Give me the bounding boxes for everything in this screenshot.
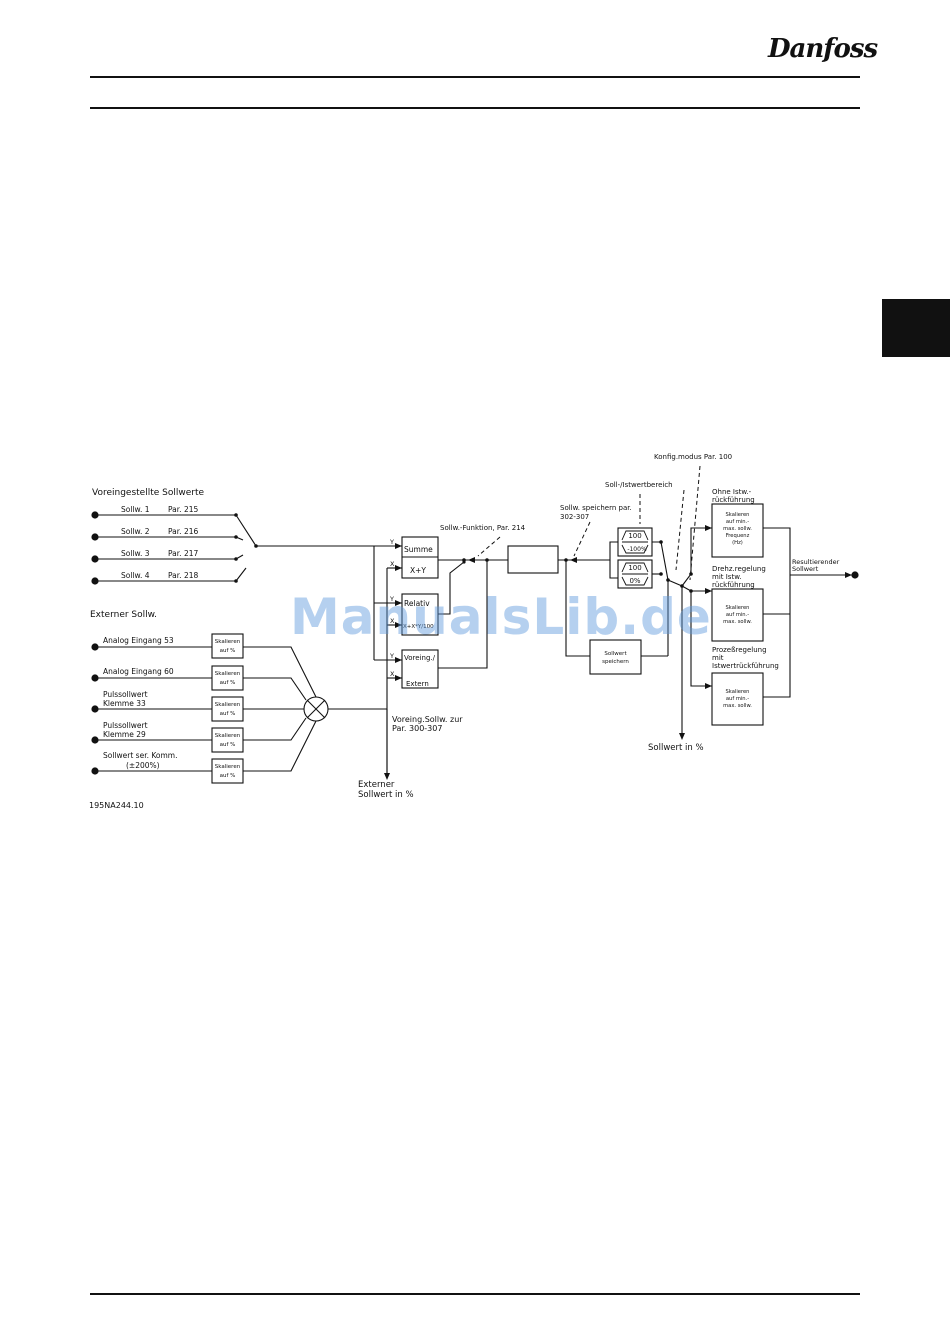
- preset-par-1: Par. 215: [168, 505, 198, 514]
- externer-2: Sollwert in %: [358, 790, 414, 800]
- external-title: Externer Sollw.: [90, 610, 157, 620]
- ohne-2: rückführung: [712, 496, 755, 504]
- ohne-box-4: Frequenz: [726, 533, 750, 539]
- input-label-3a: Pulssollwert: [103, 690, 148, 699]
- section-tab-marker: [882, 299, 950, 357]
- scale-box-2-l2: auf %: [220, 680, 236, 686]
- drehz-2: mit Istw.: [712, 573, 742, 581]
- range1-bottom: -100%: [627, 546, 647, 553]
- footer-rule: [90, 1293, 860, 1295]
- sollwert-speichern-2: speichern: [602, 659, 629, 665]
- scale-box-2-l1: Skalieren: [215, 671, 241, 677]
- drehz-box-2: auf min.-: [726, 612, 749, 618]
- range2-bottom: 0%: [629, 577, 640, 585]
- scale-box-5-l2: auf %: [220, 773, 236, 779]
- input-label-5a: Sollwert ser. Komm.: [103, 751, 178, 760]
- xplusy-label: X+Y: [410, 566, 426, 575]
- input-label-4b: Klemme 29: [103, 730, 146, 739]
- input-label-2: Analog Eingang 60: [103, 667, 174, 676]
- sollwert-speichern-1: Sollwert: [604, 651, 627, 657]
- range2-top: 100: [628, 564, 641, 572]
- drehz-1: Drehz.regelung: [712, 565, 766, 573]
- range1-top: 100: [628, 532, 641, 540]
- relativ-sub-label: X+X*Y/100: [403, 624, 434, 630]
- sollwert-in-pct: Sollwert in %: [648, 743, 704, 753]
- scale-box-5-l1: Skalieren: [215, 764, 241, 770]
- scale-box-1-l1: Skalieren: [215, 639, 241, 645]
- voreing-label: Voreing./: [404, 654, 436, 662]
- drehz-box-1: Skalieren: [726, 605, 750, 611]
- konfig-label: Konfig.modus Par. 100: [654, 453, 732, 461]
- speichern-par-2: 302-307: [560, 513, 589, 521]
- result-1: Resultierender: [792, 558, 840, 566]
- ohne-box-5: (Hz): [732, 540, 743, 546]
- preset-title: Voreingestellte Sollwerte: [92, 488, 204, 498]
- input-label-5b: (±200%): [126, 761, 160, 770]
- drehz-3: rückführung: [712, 581, 755, 589]
- port-y-1: Y: [389, 538, 394, 546]
- prozess-box-2: auf min.-: [726, 696, 749, 702]
- port-x-2: X: [390, 617, 395, 625]
- prozess-1: Prozeßregelung: [712, 646, 767, 654]
- prozess-3: Istwertrückführung: [712, 662, 779, 670]
- figure-code: 195NA244.10: [89, 801, 144, 810]
- danfoss-logo: Danfoss: [768, 34, 878, 64]
- header-rule-bottom: [90, 107, 860, 109]
- scale-box-4-l2: auf %: [220, 742, 236, 748]
- ohne-box-3: max. sollw.: [723, 526, 752, 532]
- preset-label-4: Sollw. 4: [121, 571, 150, 580]
- input-label-3b: Klemme 33: [103, 699, 146, 708]
- ohne-box-1: Skalieren: [726, 512, 750, 518]
- scale-box-1-l2: auf %: [220, 648, 236, 654]
- preset-par-4: Par. 218: [168, 571, 198, 580]
- port-y-2: Y: [389, 595, 394, 603]
- ohne-box-2: auf min.-: [726, 519, 749, 525]
- header-rule-top: [90, 76, 860, 78]
- prozess-box-1: Skalieren: [726, 689, 750, 695]
- port-x-1: X: [390, 560, 395, 568]
- prozess-2: mit: [712, 654, 724, 662]
- speichern-par-1: Sollw. speichern par.: [560, 504, 632, 512]
- watermark: ManualsLib.de: [290, 588, 712, 646]
- range-label: Soll-/Istwertbereich: [605, 481, 673, 489]
- relativ-label: Relativ: [404, 599, 430, 608]
- input-label-4a: Pulssollwert: [103, 721, 148, 730]
- preset-label-2: Sollw. 2: [121, 527, 150, 536]
- extern-label: Extern: [406, 680, 429, 688]
- drehz-box-3: max. sollw.: [723, 619, 752, 625]
- ohne-1: Ohne Istw.-: [712, 488, 752, 496]
- scale-box-4-l1: Skalieren: [215, 733, 241, 739]
- funktion-label: Sollw.-Funktion, Par. 214: [440, 524, 526, 532]
- input-label-1: Analog Eingang 53: [103, 636, 174, 645]
- port-x-3: X: [390, 670, 395, 678]
- externer-1: Externer: [358, 780, 395, 790]
- scale-box-3-l2: auf %: [220, 711, 236, 717]
- preset-label-1: Sollw. 1: [121, 505, 150, 514]
- preset-label-3: Sollw. 3: [121, 549, 150, 558]
- scale-box-3-l1: Skalieren: [215, 702, 241, 708]
- voreing-zur-2: Par. 300-307: [392, 724, 442, 733]
- prozess-box-3: max. sollw.: [723, 703, 752, 709]
- port-y-3: Y: [389, 652, 394, 660]
- preset-par-3: Par. 217: [168, 549, 198, 558]
- result-2: Sollwert: [792, 565, 819, 573]
- preset-par-2: Par. 216: [168, 527, 198, 536]
- summe-label: Summe: [404, 545, 433, 554]
- voreing-zur-1: Voreing.Sollw. zur: [392, 715, 463, 724]
